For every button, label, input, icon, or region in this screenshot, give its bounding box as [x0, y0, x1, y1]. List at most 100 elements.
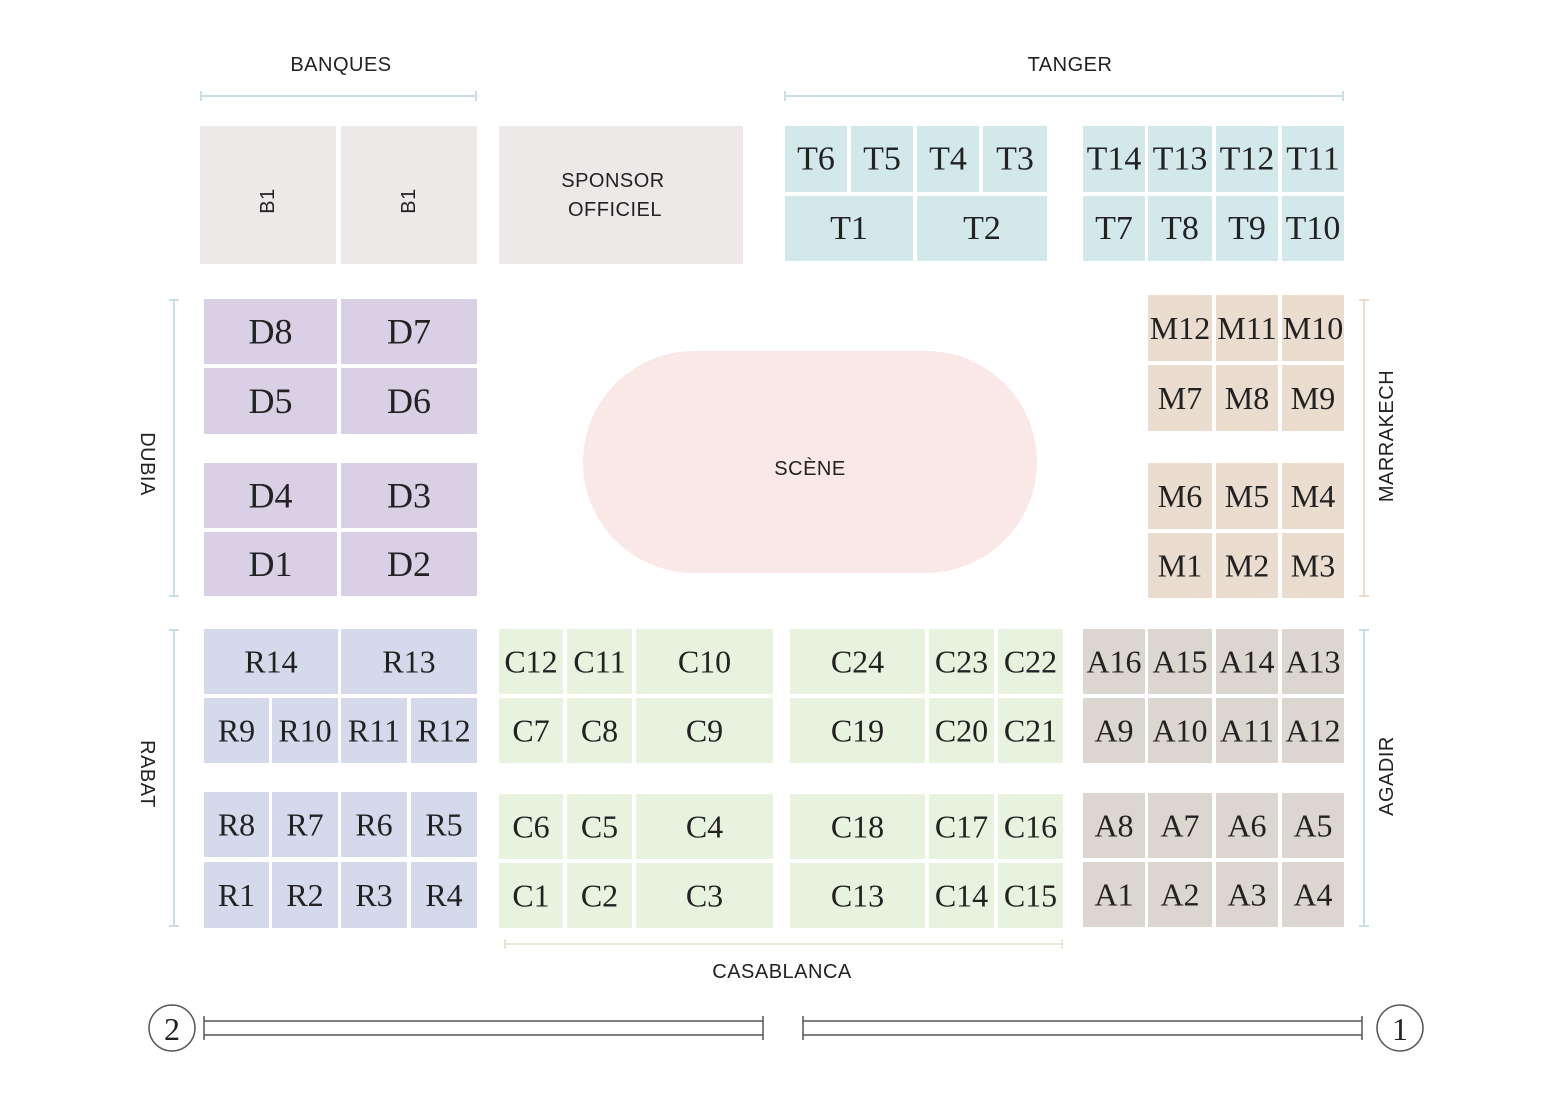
booth-d3[interactable]	[341, 463, 477, 528]
booth-c14[interactable]	[929, 863, 994, 928]
booth-c8[interactable]	[567, 698, 632, 763]
booth-label-m4: M4	[1291, 478, 1335, 514]
booth-r10[interactable]	[272, 698, 338, 763]
booth-t8[interactable]	[1148, 196, 1212, 261]
booth-t10[interactable]	[1282, 196, 1344, 261]
booth-c1[interactable]	[499, 863, 563, 928]
booth-c4[interactable]	[636, 794, 773, 859]
booth-a12[interactable]	[1282, 698, 1344, 763]
booth-c17[interactable]	[929, 794, 994, 859]
booth-m9[interactable]	[1282, 365, 1344, 431]
booth-d4[interactable]	[204, 463, 337, 528]
booth-r11[interactable]	[341, 698, 407, 763]
booth-a2[interactable]	[1148, 862, 1212, 927]
booth-c11[interactable]	[567, 629, 632, 694]
booth-label-r3: R3	[355, 877, 392, 913]
booth-m8[interactable]	[1216, 365, 1278, 431]
rabat-bracket	[169, 629, 179, 927]
booth-t7[interactable]	[1083, 196, 1145, 261]
booth-c2[interactable]	[567, 863, 632, 928]
booth-a6[interactable]	[1216, 793, 1278, 858]
booth-c24[interactable]	[790, 629, 925, 694]
booth-a1[interactable]	[1083, 862, 1145, 927]
booth-t14[interactable]	[1083, 126, 1145, 192]
booth-m12[interactable]	[1148, 295, 1212, 361]
booth-c10[interactable]	[636, 629, 773, 694]
booth-r13[interactable]	[341, 629, 477, 694]
booth-r7[interactable]	[272, 792, 338, 857]
booth-c7[interactable]	[499, 698, 563, 763]
booth-c15[interactable]	[998, 863, 1063, 928]
booth-label-t2: T2	[963, 210, 1001, 247]
booth-a3[interactable]	[1216, 862, 1278, 927]
booth-label-a15: A15	[1152, 644, 1207, 680]
booth-t11[interactable]	[1282, 126, 1344, 192]
booth-label-d1: D1	[249, 544, 293, 584]
booth-t9[interactable]	[1216, 196, 1278, 261]
booth-label-m8: M8	[1225, 380, 1269, 416]
booth-a10[interactable]	[1148, 698, 1212, 763]
booth-r12[interactable]	[411, 698, 477, 763]
booth-b1-1[interactable]	[200, 126, 336, 264]
booth-m7[interactable]	[1148, 365, 1212, 431]
booth-m2[interactable]	[1216, 533, 1278, 598]
booth-d8[interactable]	[204, 299, 337, 364]
booth-m5[interactable]	[1216, 463, 1278, 529]
booth-d1[interactable]	[204, 532, 337, 596]
booth-t3[interactable]	[983, 126, 1047, 192]
booth-m6[interactable]	[1148, 463, 1212, 529]
booth-m10[interactable]	[1282, 295, 1344, 361]
booth-r1[interactable]	[204, 862, 269, 928]
booth-r3[interactable]	[341, 862, 407, 928]
booth-a5[interactable]	[1282, 793, 1344, 858]
booth-a11[interactable]	[1216, 698, 1278, 763]
booth-c21[interactable]	[998, 698, 1063, 763]
booth-a7[interactable]	[1148, 793, 1212, 858]
booth-t13[interactable]	[1148, 126, 1212, 192]
booth-a14[interactable]	[1216, 629, 1278, 694]
booth-r5[interactable]	[411, 792, 477, 857]
booth-d2[interactable]	[341, 532, 477, 596]
booth-c18[interactable]	[790, 794, 925, 859]
booth-m4[interactable]	[1282, 463, 1344, 529]
booth-a13[interactable]	[1282, 629, 1344, 694]
booth-m1[interactable]	[1148, 533, 1212, 598]
booth-c13[interactable]	[790, 863, 925, 928]
booth-c16[interactable]	[998, 794, 1063, 859]
booth-t1[interactable]	[785, 196, 913, 261]
booth-a15[interactable]	[1148, 629, 1212, 694]
booth-c12[interactable]	[499, 629, 563, 694]
booth-r4[interactable]	[411, 862, 477, 928]
booth-d6[interactable]	[341, 368, 477, 434]
booth-r2[interactable]	[272, 862, 338, 928]
booth-c20[interactable]	[929, 698, 994, 763]
booth-c5[interactable]	[567, 794, 632, 859]
booth-d7[interactable]	[341, 299, 477, 364]
booth-a16[interactable]	[1083, 629, 1145, 694]
booth-c22[interactable]	[998, 629, 1063, 694]
booth-m3[interactable]	[1282, 533, 1344, 598]
booth-c9[interactable]	[636, 698, 773, 763]
booth-t12[interactable]	[1216, 126, 1278, 192]
booth-c3[interactable]	[636, 863, 773, 928]
booth-c6[interactable]	[499, 794, 563, 859]
booth-t4[interactable]	[917, 126, 979, 192]
booth-r6[interactable]	[341, 792, 407, 857]
booth-a8[interactable]	[1083, 793, 1145, 858]
booth-m11[interactable]	[1216, 295, 1278, 361]
booth-label-r7: R7	[286, 807, 323, 843]
booth-label-r12: R12	[417, 713, 470, 749]
booth-r9[interactable]	[204, 698, 269, 763]
booth-c19[interactable]	[790, 698, 925, 763]
booth-a4[interactable]	[1282, 862, 1344, 927]
sponsor-booth[interactable]	[499, 126, 743, 264]
booth-t6[interactable]	[785, 126, 847, 192]
booth-a9[interactable]	[1083, 698, 1145, 763]
booth-t2[interactable]	[917, 196, 1047, 261]
booth-c23[interactable]	[929, 629, 994, 694]
booth-r14[interactable]	[204, 629, 338, 694]
booth-d5[interactable]	[204, 368, 337, 434]
booth-b1-2[interactable]	[341, 126, 477, 264]
booth-t5[interactable]	[851, 126, 913, 192]
booth-r8[interactable]	[204, 792, 269, 857]
